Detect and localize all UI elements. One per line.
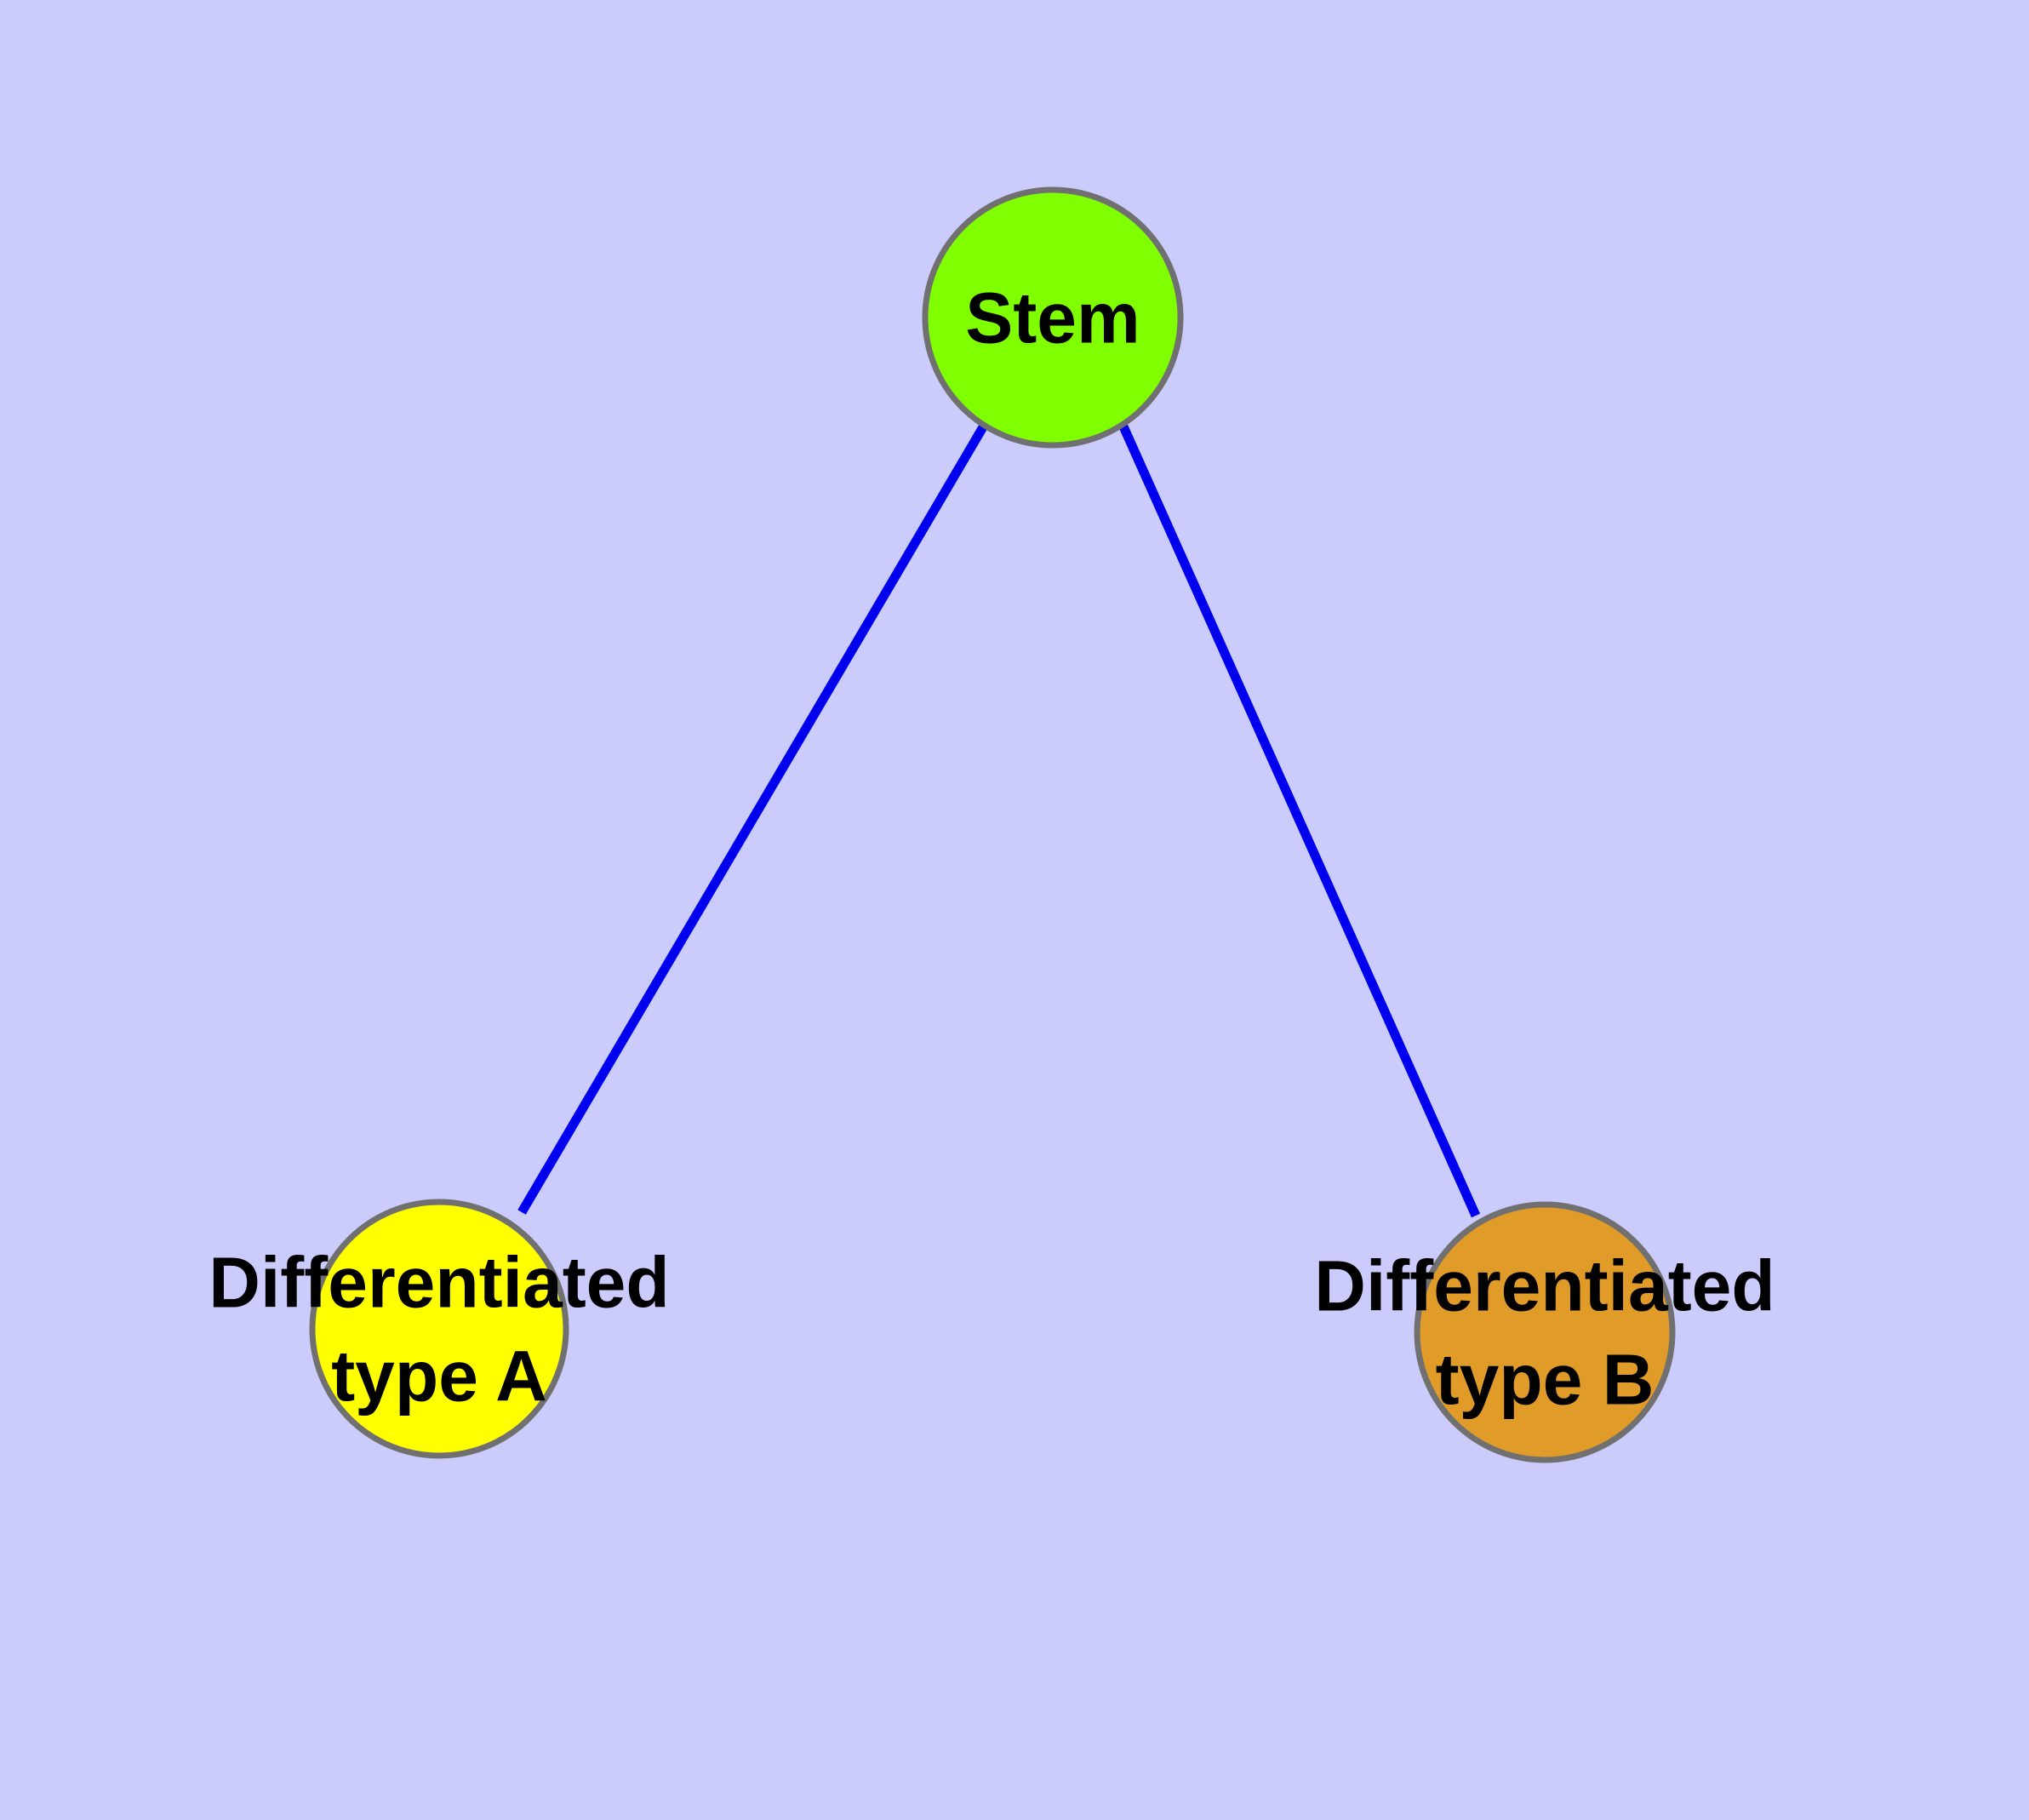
graph-node-diff-b[interactable]: Differentiated type B <box>1314 1201 1775 1463</box>
node-circle-stem[interactable] <box>922 186 1184 449</box>
edges-layer <box>517 423 1481 1218</box>
node-label-stem: Stem <box>965 278 1140 358</box>
graph-node-stem[interactable]: Stem <box>922 186 1184 449</box>
node-label-diff-a: Differentiated type A <box>209 1242 669 1416</box>
node-circle-diff-a[interactable] <box>309 1199 569 1459</box>
graph-node-diff-a[interactable]: Differentiated type A <box>209 1199 670 1459</box>
node-label-diff-b: Differentiated type B <box>1314 1245 1775 1419</box>
node-label-line: type B <box>1436 1339 1655 1419</box>
node-label-line: Stem <box>965 278 1140 358</box>
graph-edge-stem-to-diff-b[interactable] <box>1118 424 1481 1218</box>
node-circle-diff-b[interactable] <box>1414 1201 1676 1463</box>
node-label-line: Differentiated <box>209 1242 669 1322</box>
node-label-line: Differentiated <box>1314 1245 1775 1325</box>
graph-edge-stem-to-diff-a[interactable] <box>517 423 988 1215</box>
node-label-line: type A <box>331 1336 547 1416</box>
